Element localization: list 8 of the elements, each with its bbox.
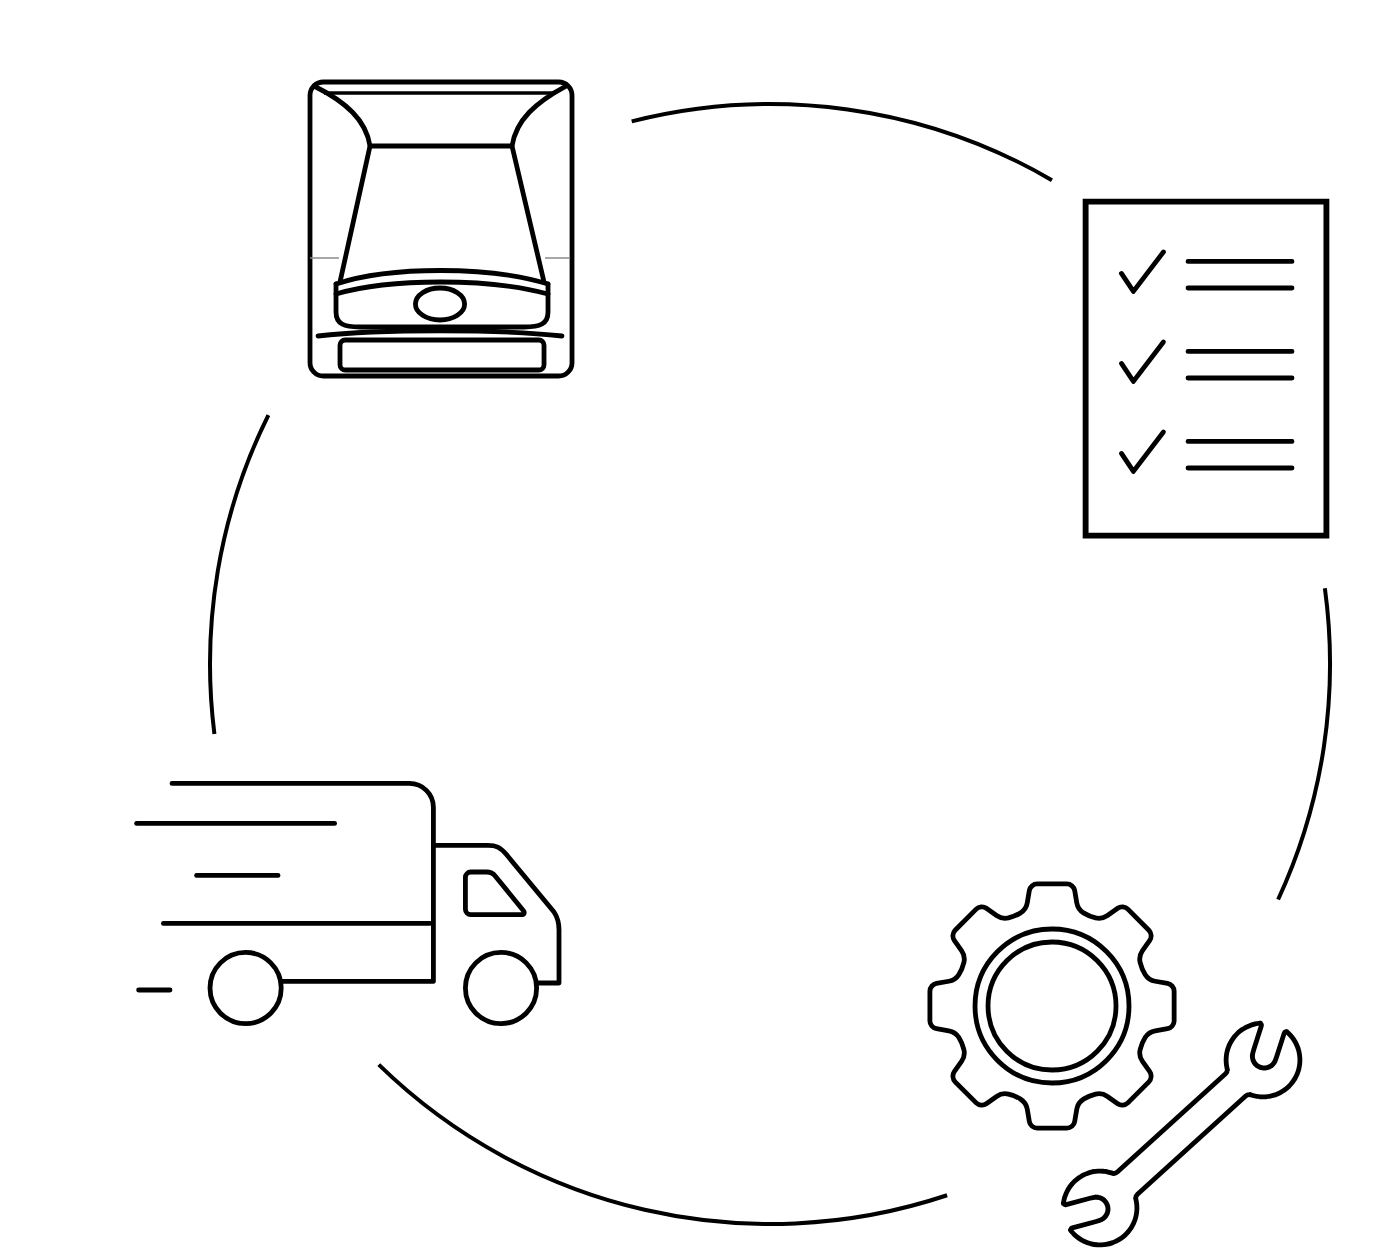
arc-connector [377, 1063, 948, 1226]
arc-connector [631, 102, 1053, 182]
arc-connector [208, 414, 271, 735]
checklist-icon [1082, 198, 1330, 539]
truck-icon [134, 781, 562, 1026]
gear-wrench-icon [927, 881, 1303, 1248]
machine-icon [307, 79, 575, 379]
arc-connector [1276, 588, 1332, 901]
